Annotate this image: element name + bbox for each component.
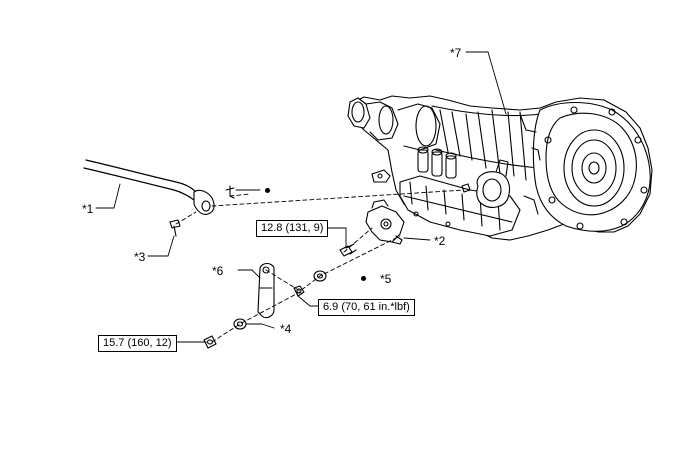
neutral-switch [365, 199, 405, 245]
leader-lines [95, 51, 507, 343]
clevis-pin [169, 219, 181, 237]
apply-point-dot [265, 188, 270, 193]
torque-spec-switch-bolt: 12.8 (131, 9) [256, 220, 329, 237]
control-cable [83, 159, 235, 215]
callout-2: *2 [434, 234, 446, 248]
callout-7: *7 [450, 46, 462, 60]
shift-lever [257, 262, 275, 319]
callout-1: *1 [82, 202, 94, 216]
apply-point-dot [361, 276, 366, 281]
lever-washer [233, 318, 247, 330]
torque-spec-lever-nut: 6.9 (70, 61 in.*lbf) [318, 299, 415, 316]
torque-spec-cable-nut: 15.7 (160, 12) [98, 335, 177, 352]
callout-5: *5 [380, 272, 392, 286]
cable-nut [203, 335, 217, 349]
lever-nut [293, 285, 305, 297]
switch-bolt [339, 243, 357, 257]
callout-6: *6 [212, 264, 224, 278]
transmission-assembly [347, 95, 653, 241]
callout-4: *4 [280, 322, 292, 336]
assembly-lines [175, 189, 465, 343]
callout-3: *3 [134, 250, 146, 264]
